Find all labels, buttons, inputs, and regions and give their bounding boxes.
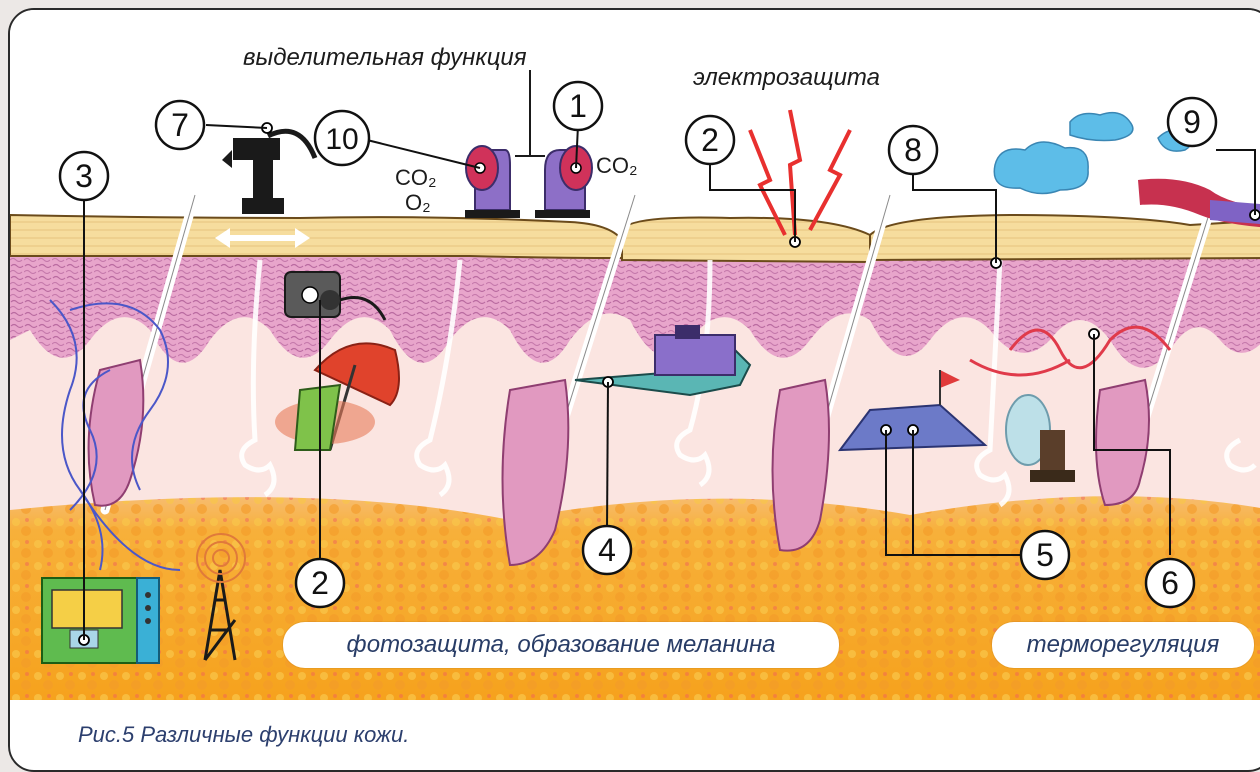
- o2-left-label: O₂: [405, 190, 431, 215]
- marker-4-label: 4: [598, 532, 616, 568]
- marker-10-label: 10: [325, 123, 358, 156]
- marker-6-label: 6: [1161, 565, 1179, 601]
- marker-9-label: 9: [1183, 104, 1201, 140]
- marker-3-label: 3: [75, 158, 93, 194]
- excretory-function-label: выделительная функция: [243, 44, 527, 71]
- epidermis-left: [10, 215, 622, 258]
- photoprotection-label: фотозащита, образование меланина: [283, 622, 839, 668]
- figure-caption: Рис.5 Различные функции кожи.: [78, 722, 409, 748]
- figure-frame: 1 2 2 3 4 5 6 7 8 9 10 выделительная фун…: [8, 8, 1260, 772]
- marker-7-label: 7: [171, 107, 189, 143]
- marker-8-label: 8: [904, 132, 922, 168]
- marker-1-label: 1: [569, 88, 587, 124]
- marker-2-bottom-label: 2: [311, 565, 329, 601]
- co2-right-label: CO₂: [596, 153, 638, 178]
- thermoregulation-label: терморегуляция: [992, 622, 1254, 668]
- epidermis-middle: [622, 218, 870, 263]
- marker-2-top-label: 2: [701, 122, 719, 158]
- marker-5-label: 5: [1036, 537, 1054, 573]
- co2-left-label: CO₂: [395, 165, 437, 190]
- electro-protection-label: электрозащита: [693, 64, 880, 91]
